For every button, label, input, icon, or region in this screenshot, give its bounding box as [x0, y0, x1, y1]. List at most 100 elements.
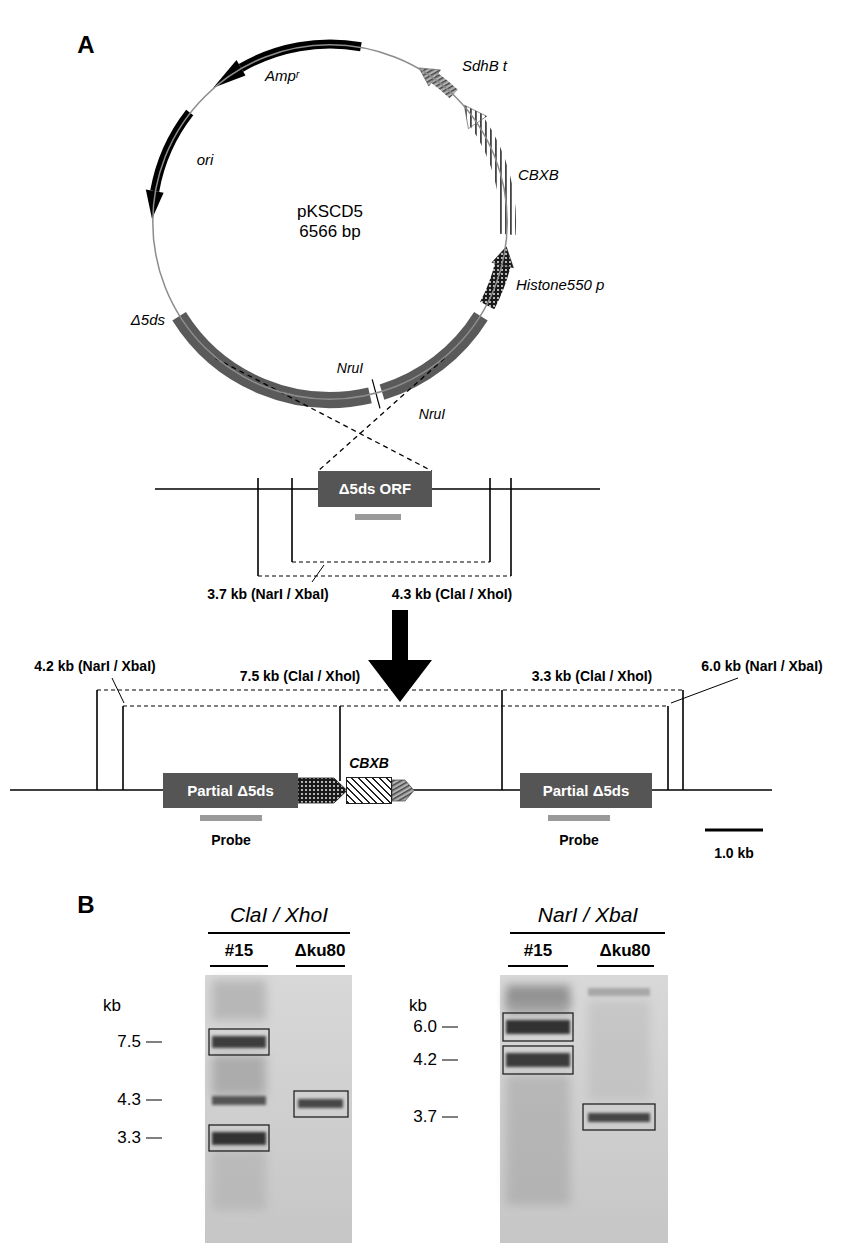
scale-bar	[705, 829, 763, 832]
marker-gene-box: CBXB	[346, 755, 392, 804]
panel-letter: B	[77, 891, 94, 919]
probe-label: Probe	[211, 832, 251, 848]
site-line	[122, 706, 124, 790]
size-marker: 3.7	[413, 1107, 437, 1127]
fragment-label: 7.5 kb (ClaI / XhoI)	[240, 668, 361, 684]
orf-box: Δ5ds ORF	[318, 471, 432, 507]
plasmid-map: pKSCD56566 bp	[152, 44, 508, 400]
gene-label: Partial Δ5ds	[187, 782, 274, 800]
plasmid-name: 6566 bp	[299, 222, 360, 242]
digest-header: NarI / XbaI	[538, 903, 638, 927]
blot-band	[212, 1096, 266, 1105]
site-line	[510, 478, 512, 576]
size-marker: 4.3	[117, 1090, 141, 1110]
band-box	[209, 1125, 269, 1151]
feature-label: CBXB	[518, 166, 559, 183]
crossover-line	[216, 358, 432, 471]
site-line	[96, 690, 98, 790]
band-box	[294, 1091, 348, 1117]
blot-band	[506, 1020, 570, 1034]
marker-gene-arrow	[478, 123, 508, 235]
blot-band	[506, 1053, 570, 1067]
blot-band	[212, 1036, 266, 1048]
feature-label: Histone550 p	[516, 276, 604, 293]
hatched-gene	[346, 777, 392, 804]
amp-gene-arrow	[213, 60, 245, 88]
lane-rule	[508, 965, 568, 967]
fragment-label: 3.3 kb (ClaI / XhoI)	[532, 668, 653, 684]
size-tick	[146, 1100, 162, 1101]
leader-line	[671, 678, 738, 703]
leader-line	[112, 678, 124, 703]
size-tick	[146, 1138, 162, 1139]
scale-label: 1.0 kb	[714, 845, 754, 861]
band-box	[503, 1046, 573, 1074]
process-arrow	[368, 610, 432, 702]
panel-letter: A	[77, 31, 94, 59]
site-label: NruI	[337, 360, 363, 376]
feature-label: Δ5ds	[131, 311, 165, 328]
size-tick	[442, 1117, 458, 1118]
homology-arc	[179, 316, 370, 400]
fragment-span	[123, 705, 668, 706]
size-tick	[442, 1027, 458, 1028]
site-line	[339, 706, 341, 781]
blot-smear	[588, 1000, 650, 1100]
lane-rule	[296, 965, 345, 967]
gene-label: Δ5ds ORF	[339, 480, 411, 498]
site-label: NruI	[419, 406, 445, 422]
fragment-label: 3.7 kb (NarI / XbaI)	[207, 586, 328, 602]
plasmid-name: pKSCD5	[297, 202, 363, 222]
promoter-arrow	[298, 778, 347, 803]
feature-label: ori	[197, 151, 214, 168]
gene-box: Partial Δ5ds	[520, 773, 652, 808]
header-rule	[510, 932, 665, 934]
feature-label: Ampʳ	[265, 67, 299, 84]
size-unit: kb	[103, 996, 121, 1016]
fragment-span	[292, 561, 490, 562]
lane-label: #15	[524, 941, 552, 961]
gene-label: Partial Δ5ds	[543, 782, 630, 800]
blot-smear	[212, 1150, 266, 1210]
terminator-arrow	[392, 780, 414, 801]
probe-bar	[548, 815, 610, 821]
fragment-label: 4.3 kb (ClaI / XhoI)	[392, 586, 513, 602]
marker-gene-arrow	[464, 105, 486, 128]
blot-membrane	[500, 975, 668, 1243]
blot-band	[212, 1132, 266, 1145]
ori-arrow	[155, 112, 190, 191]
blot-smear	[588, 988, 650, 996]
blot-band	[298, 1099, 343, 1108]
gene-label: CBXB	[349, 755, 389, 772]
homology-arc	[382, 316, 481, 392]
size-tick	[146, 1042, 162, 1043]
site-line	[489, 478, 491, 562]
probe-bar	[355, 514, 401, 520]
size-marker: 7.5	[117, 1032, 141, 1052]
size-tick	[442, 1060, 458, 1061]
crossover-line	[318, 358, 444, 471]
size-marker: 3.3	[117, 1128, 141, 1148]
lane-label: #15	[225, 941, 253, 961]
digest-header: ClaI / XhoI	[230, 903, 328, 927]
header-rule	[208, 932, 350, 934]
blot-membrane	[205, 975, 352, 1243]
lane-label: Δku80	[295, 941, 346, 961]
site-line	[257, 478, 259, 576]
probe-label: Probe	[559, 832, 599, 848]
lane-rule	[597, 965, 654, 967]
leader-line	[312, 565, 324, 582]
fragment-label: 4.2 kb (NarI / XbaI)	[34, 658, 155, 674]
site-line	[667, 706, 669, 790]
size-marker: 6.0	[413, 1017, 437, 1037]
blot-smear	[212, 1055, 266, 1095]
site-line	[682, 690, 684, 790]
band-box	[503, 1013, 573, 1041]
blot-smear	[212, 980, 266, 1020]
blot-band	[588, 1113, 650, 1122]
blot-smear	[506, 1075, 570, 1205]
fragment-label: 6.0 kb (NarI / XbaI)	[701, 658, 822, 674]
site-line	[291, 478, 293, 562]
fragment-span	[97, 689, 683, 690]
feature-label: SdhB t	[462, 57, 507, 74]
